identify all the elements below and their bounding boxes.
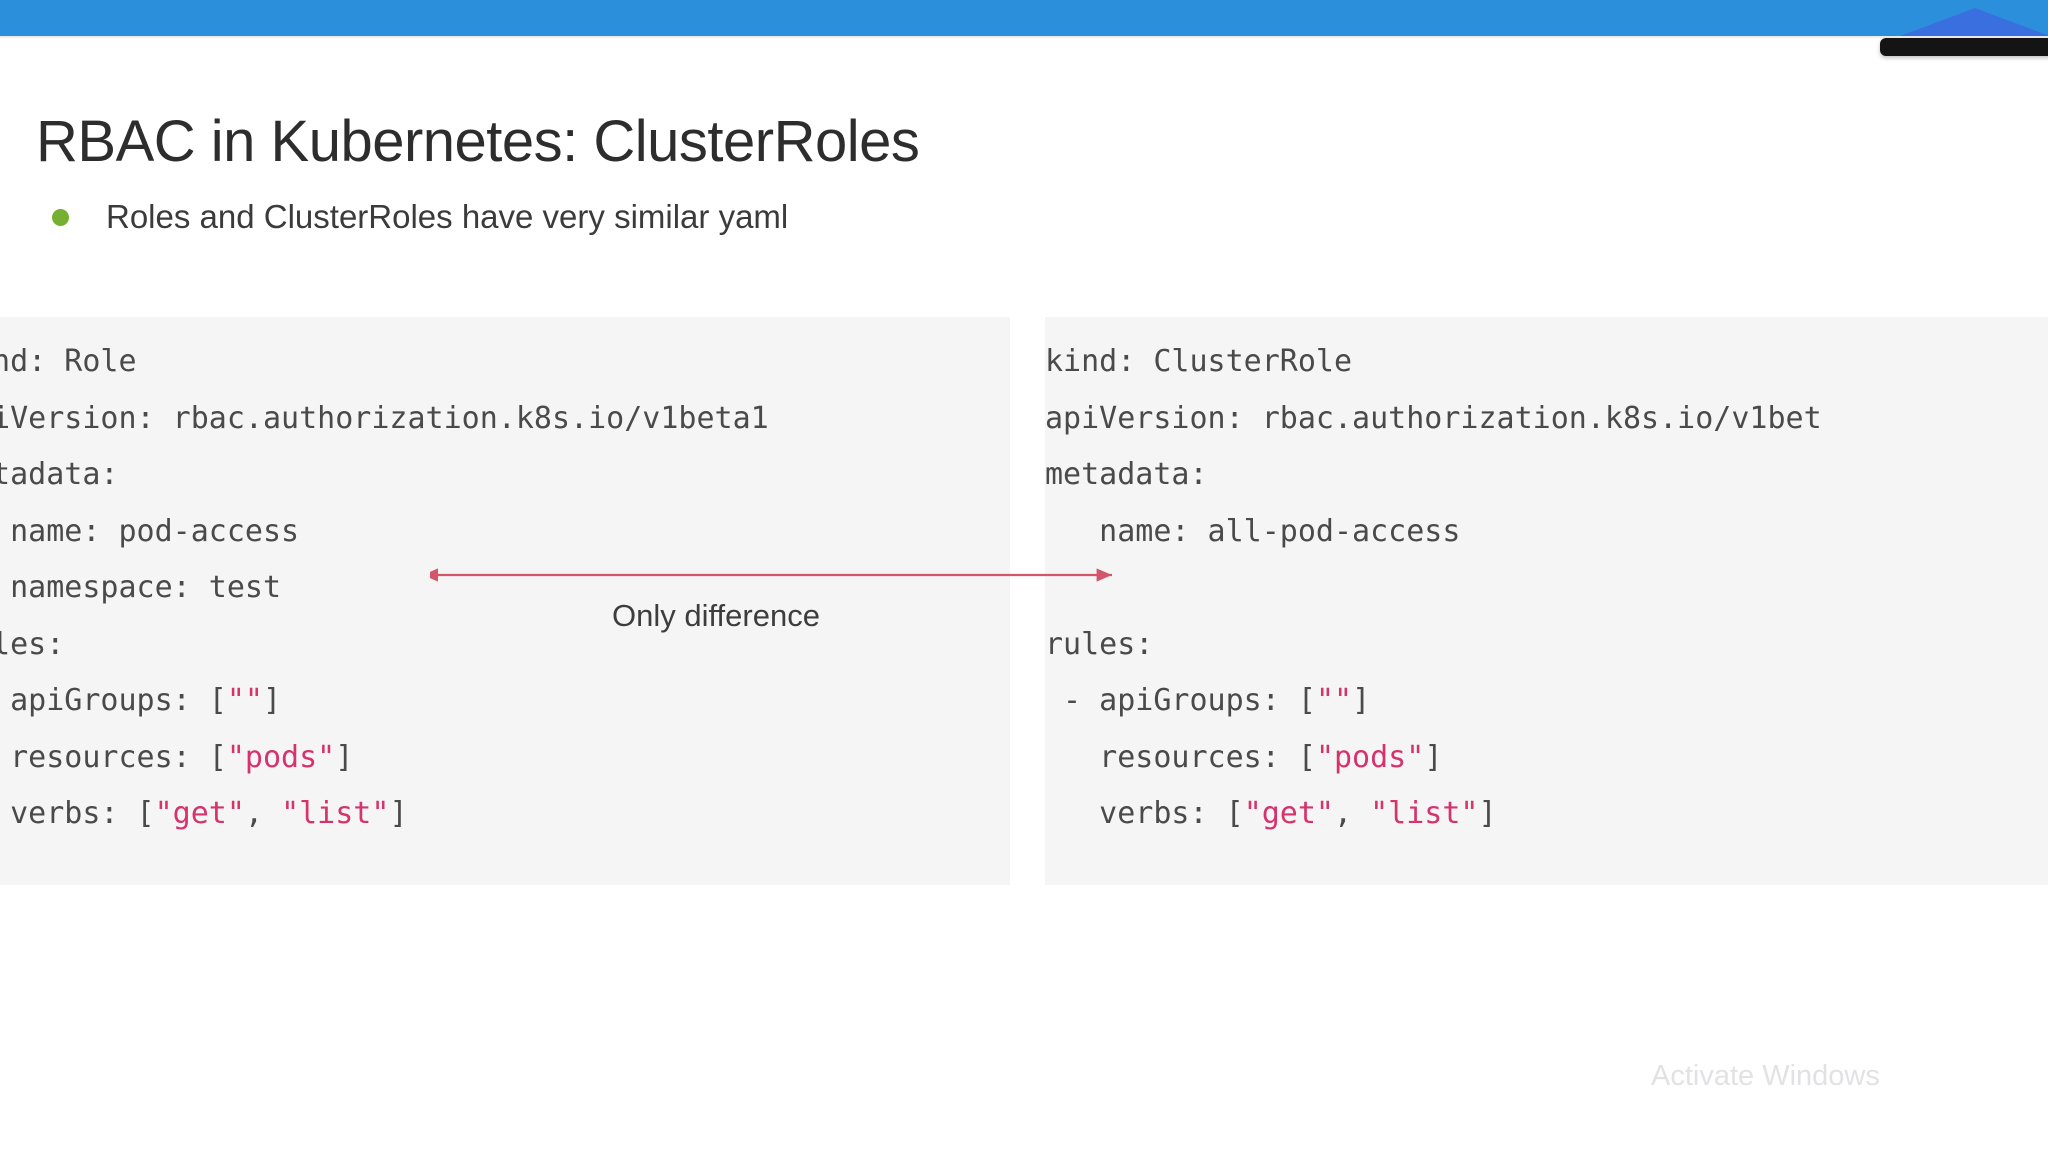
code-token: , (1334, 796, 1371, 831)
code-line: etadata: (0, 447, 1010, 504)
code-token: resources: [ (1045, 739, 1316, 775)
code-line: kind: ClusterRole (1045, 334, 2048, 391)
code-block-role: ind: Role piVersion: rbac.authorization.k… (0, 317, 1010, 885)
code-line: metadata: (1045, 447, 2048, 504)
code-string-token: "pods" (1315, 739, 1425, 775)
code-line: name: pod-access (0, 504, 1010, 561)
annotation-label: Only difference (612, 598, 820, 633)
camera-bar-decoration (1880, 38, 2048, 56)
code-string-token: "get" (154, 796, 245, 831)
bullet-list-item: Roles and ClusterRoles have very similar… (52, 198, 788, 236)
code-string-token: "list" (1370, 796, 1479, 831)
code-line: apiVersion: rbac.authorization.k8s.io/v1… (1045, 391, 2048, 448)
top-bar-shadow (0, 36, 2048, 39)
activate-windows-watermark: Activate Windows (1651, 1060, 1880, 1092)
code-line: piVersion: rbac.authorization.k8s.io/v1b… (0, 391, 1010, 448)
top-blue-bar (0, 0, 2048, 36)
code-token: verbs: [ (10, 796, 155, 831)
code-line: verbs: ["get", "list"] (0, 786, 1010, 843)
code-token: - apiGroups: [ (10, 683, 227, 718)
code-string-token: "" (1315, 683, 1353, 718)
code-token: ] (335, 739, 354, 775)
code-token: ] (389, 796, 408, 831)
code-token: metadata: (1045, 457, 1208, 492)
code-token: kind: ClusterRole (1045, 344, 1353, 379)
code-token: namespace: test (0, 570, 282, 605)
page-title: RBAC in Kubernetes: ClusterRoles (36, 109, 920, 174)
code-line: namespace: test (0, 560, 1010, 617)
code-line: ind: Role (0, 334, 1010, 391)
bullet-dot-icon (52, 208, 69, 226)
code-line: rules: (1045, 617, 2048, 674)
code-token: - apiGroups: [ (1045, 683, 1316, 718)
code-string-token: "pods" (226, 739, 336, 775)
code-string-token: "list" (281, 796, 390, 831)
code-token: name: pod-access (0, 513, 300, 549)
code-token: piVersion: rbac.authorization.k8s.io/v1b… (0, 400, 769, 436)
code-token: rules: (1045, 626, 1154, 662)
code-token: etadata: (0, 457, 119, 492)
only-difference-arrow-icon (430, 568, 1112, 582)
code-token: name: all-pod-access (1045, 513, 1461, 549)
code-token: , (244, 796, 282, 831)
code-token: ] (1424, 739, 1443, 775)
code-line (1045, 560, 2048, 617)
code-line: ules: (0, 617, 1010, 674)
code-token: resources: [ (10, 739, 227, 775)
code-block-clusterrole: kind: ClusterRole apiVersion: rbac.author… (1045, 317, 2048, 885)
code-line: - apiGroups: [""] (0, 673, 1010, 730)
code-line: name: all-pod-access (1045, 504, 2048, 561)
code-token: ind: Role (0, 344, 137, 379)
code-token: ] (1478, 796, 1497, 831)
code-token: verbs: [ (1045, 796, 1244, 831)
code-token: apiVersion: rbac.authorization.k8s.io/v1… (1045, 400, 1822, 436)
code-token: ] (1352, 683, 1371, 718)
code-line: resources: ["pods"] (1045, 730, 2048, 787)
bullet-item-label: Roles and ClusterRoles have very similar… (106, 198, 789, 235)
code-line: verbs: ["get", "list"] (1045, 786, 2048, 843)
code-string-token: "" (226, 683, 263, 718)
triangle-decoration-icon (1895, 8, 2048, 36)
code-token: ules: (0, 626, 65, 662)
code-token: ] (263, 683, 282, 718)
code-line: - apiGroups: [""] (1045, 673, 2048, 730)
code-string-token: "get" (1243, 796, 1334, 831)
code-line: resources: ["pods"] (0, 730, 1010, 787)
